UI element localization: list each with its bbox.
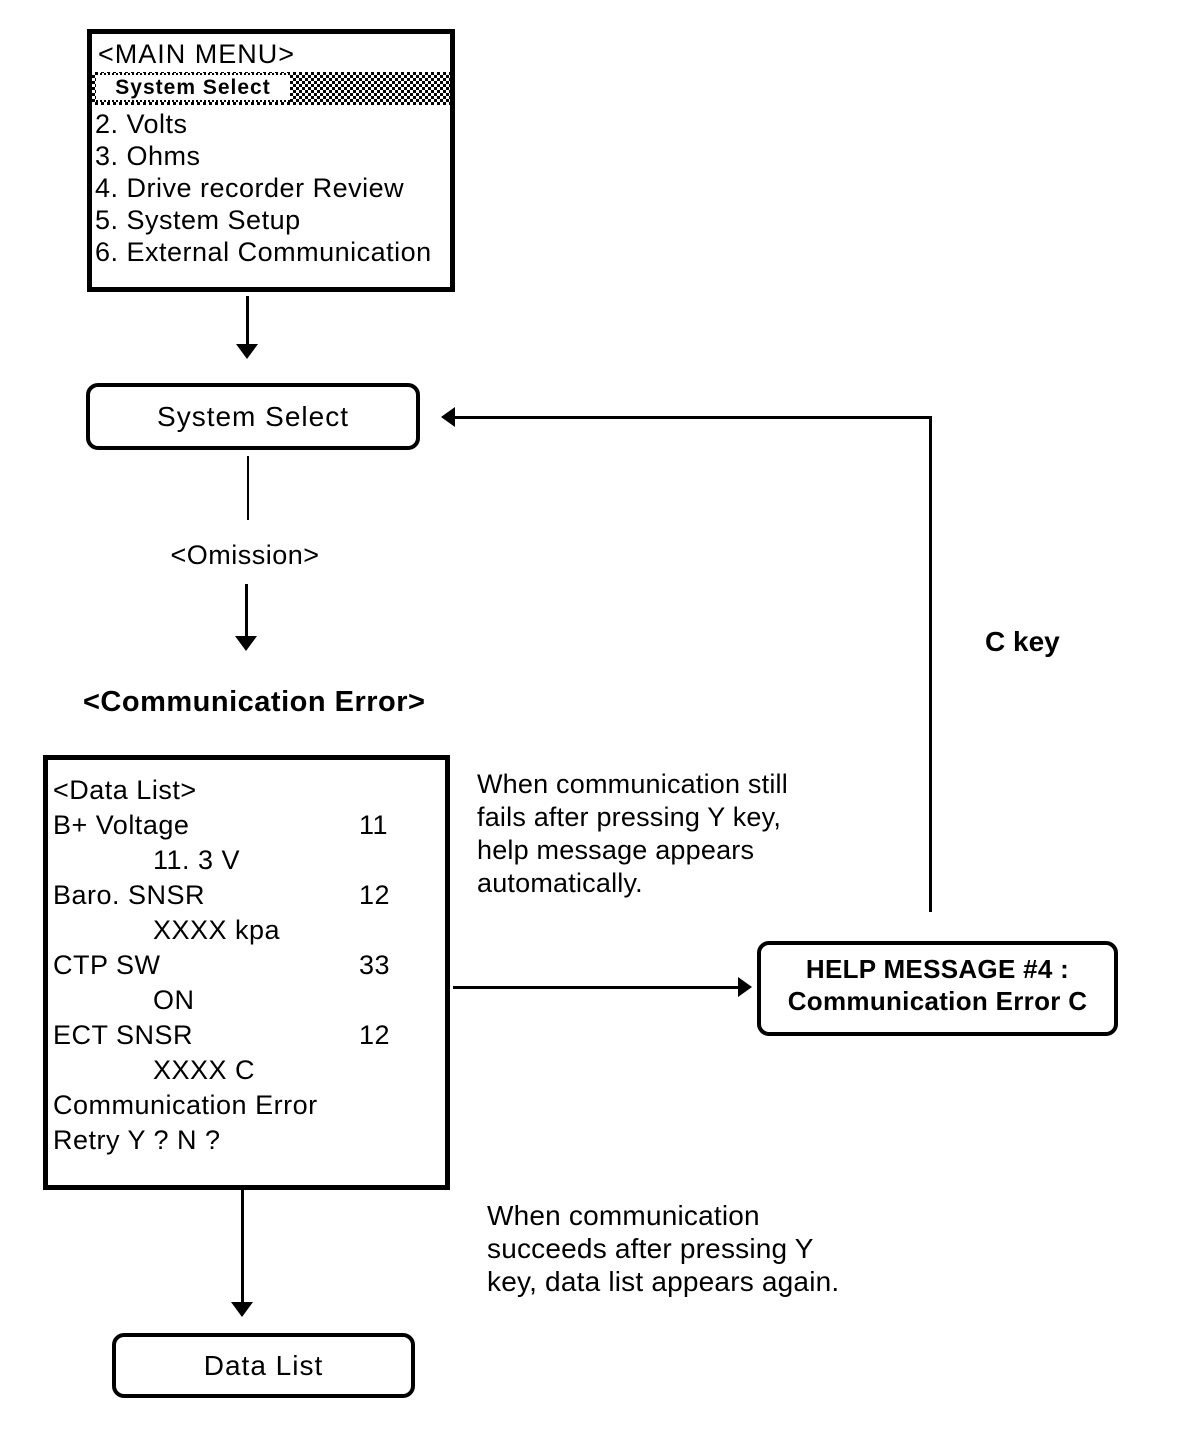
arrow-to-help-line (453, 986, 740, 989)
data-list-row: B+ Voltage 11 (48, 808, 445, 843)
system-select-node-label: System Select (157, 401, 349, 432)
main-menu-item-system-setup: 5. System Setup (95, 205, 301, 235)
data-list-value: 33 (359, 950, 391, 980)
data-list-row: ON (48, 983, 445, 1018)
main-menu-items: 2. Volts 3. Ohms 4. Drive recorder Revie… (95, 108, 445, 268)
communication-error-heading: <Communication Error> (83, 686, 426, 718)
data-list-value: 12 (359, 880, 391, 910)
main-menu-title: <MAIN MENU> (98, 39, 296, 69)
data-list-title: <Data List> (53, 775, 197, 805)
data-list-reading: ON (153, 985, 195, 1015)
data-list-row: 11. 3 V (48, 843, 445, 878)
note-communication-fails: When communication still fails after pre… (477, 769, 788, 898)
data-list-reading: XXXX kpa (153, 915, 281, 945)
data-list-row: XXXX kpa (48, 913, 445, 948)
data-list-value: 12 (359, 1020, 391, 1050)
data-list-row: Retry Y ? N ? (48, 1123, 445, 1158)
arrow-to-help-head (738, 977, 752, 997)
arrow-menu-to-system-select-line (246, 296, 249, 348)
main-menu-selected-row: System Select (92, 72, 450, 105)
main-menu-item-volts: 2. Volts (95, 109, 188, 139)
data-list-row: <Data List> (48, 773, 445, 808)
data-list-error-text: Communication Error (53, 1090, 318, 1120)
data-list-label: CTP SW (53, 950, 161, 980)
arrow-omission-line (245, 584, 248, 638)
main-menu-item-drive-recorder: 4. Drive recorder Review (95, 173, 405, 203)
help-message-node: HELP MESSAGE #4 : Communication Error C (757, 941, 1118, 1036)
data-list-retry-prompt: Retry Y ? N ? (53, 1125, 221, 1155)
c-key-connector-horizontal (455, 416, 932, 419)
main-menu-selected-label: System Select (96, 73, 290, 102)
arrow-to-data-list-head (231, 1302, 253, 1317)
data-list-label: ECT SNSR (53, 1020, 194, 1050)
arrow-c-key-head (441, 407, 455, 427)
arrow-menu-to-system-select-head (236, 344, 258, 359)
omission-label: <Omission> (170, 540, 320, 570)
data-list-row: Communication Error (48, 1088, 445, 1123)
data-list-reading: XXXX C (153, 1055, 256, 1085)
data-list-label: B+ Voltage (53, 810, 190, 840)
data-list-row: ECT SNSR 12 (48, 1018, 445, 1053)
c-key-label: C key (985, 626, 1060, 657)
data-list-value: 11 (359, 810, 389, 840)
data-list-row: CTP SW 33 (48, 948, 445, 983)
data-list-node-label: Data List (203, 1350, 324, 1381)
data-list-node: Data List (112, 1333, 415, 1398)
system-select-node: System Select (86, 383, 420, 450)
main-menu-item-ohms: 3. Ohms (95, 141, 201, 171)
main-menu-screen: <MAIN MENU> System Select 2. Volts 3. Oh… (87, 29, 455, 292)
data-list-label: Baro. SNSR (53, 880, 206, 910)
data-list-row: XXXX C (48, 1053, 445, 1088)
data-list-reading: 11. 3 V (153, 845, 241, 875)
note-communication-succeeds: When communication succeeds after pressi… (487, 1200, 840, 1297)
omission-line-upper (247, 456, 249, 520)
c-key-connector-vertical (929, 416, 932, 912)
data-list-screen: <Data List> B+ Voltage 11 11. 3 V Baro. … (43, 755, 450, 1190)
data-list-row: Baro. SNSR 12 (48, 878, 445, 913)
arrow-omission-head (235, 636, 257, 651)
main-menu-item-external-comm: 6. External Communication (95, 237, 432, 267)
arrow-to-data-list-line (241, 1186, 244, 1304)
